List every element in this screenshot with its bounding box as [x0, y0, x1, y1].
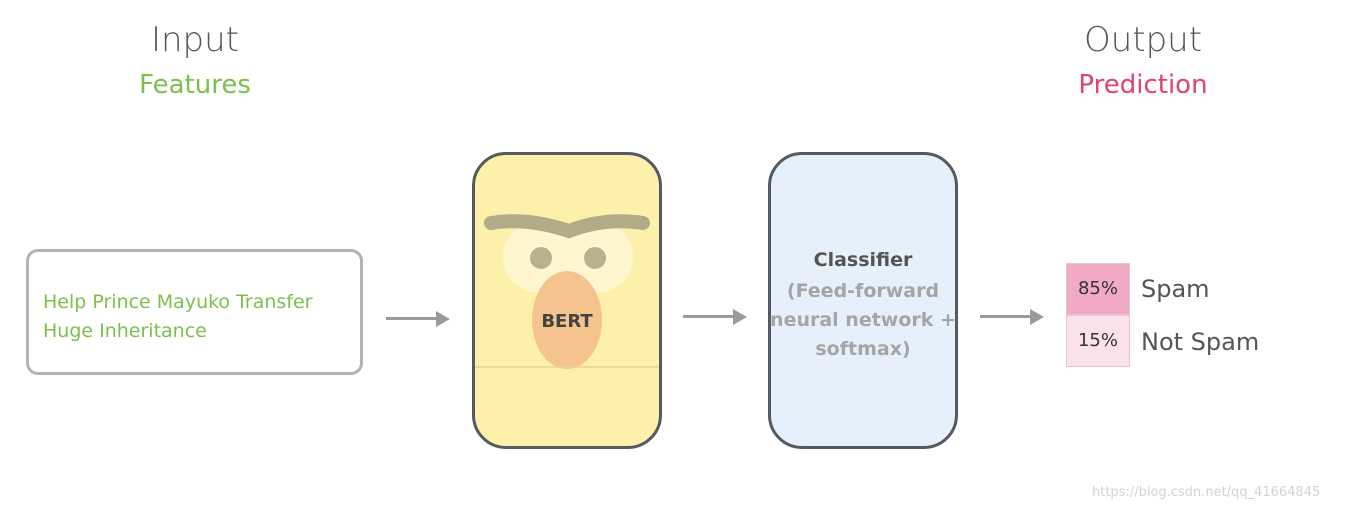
bert-face-icon [475, 214, 659, 369]
arrow-classifier-to-output-icon [980, 305, 1044, 329]
output-title: Output [1083, 20, 1203, 60]
arrow-input-to-bert-icon [386, 307, 450, 331]
input-text-box: Help Prince Mayuko Transfer Huge Inherit… [26, 249, 363, 375]
classifier-block: Classifier (Feed-forward neural network … [768, 152, 958, 449]
prediction-value-not-spam: 15% [1066, 315, 1130, 367]
watermark: https://blog.csdn.net/qq_41664845 [1092, 485, 1321, 500]
bert-block: BERT [472, 152, 662, 449]
input-subtitle: Features [139, 70, 251, 100]
classifier-title: Classifier [813, 249, 913, 271]
input-sentence: Help Prince Mayuko Transfer Huge Inherit… [43, 291, 313, 342]
output-subtitle: Prediction [1078, 70, 1208, 100]
prediction-label-not-spam: Not Spam [1141, 328, 1260, 356]
arrow-bert-to-classifier-icon [683, 305, 747, 329]
prediction-value-spam: 85% [1066, 263, 1130, 315]
prediction-label-spam: Spam [1141, 275, 1210, 303]
input-title: Input [150, 20, 240, 60]
classifier-description: (Feed-forward neural network + softmax) [770, 280, 956, 360]
bert-label: BERT [541, 311, 593, 332]
